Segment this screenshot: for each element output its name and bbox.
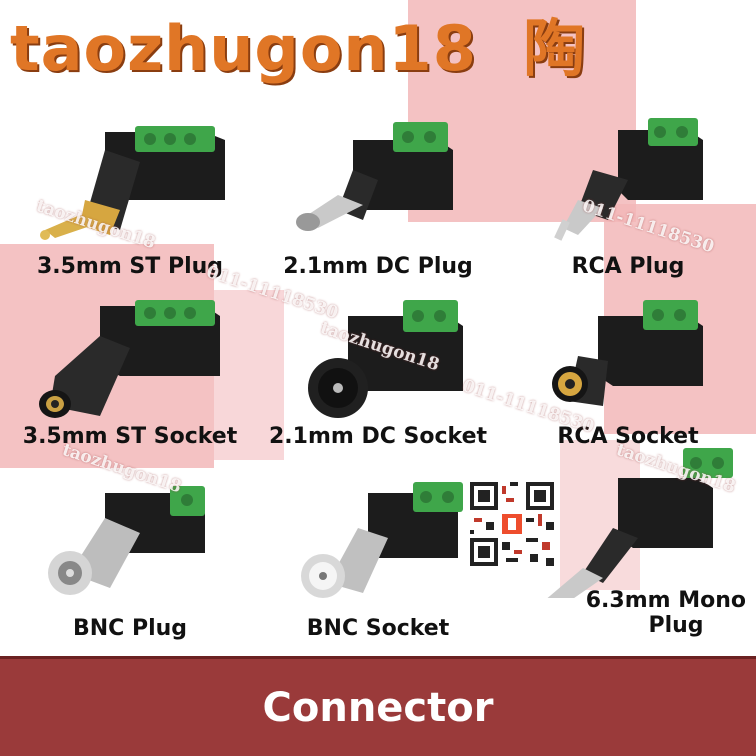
- item-63mm-mono-plug: 6.3mm Mono Plug: [508, 448, 748, 648]
- item-rca-socket: RCA Socket: [508, 296, 748, 496]
- shop-title: taozhugon18 陶: [10, 18, 586, 80]
- bg-blob: [214, 290, 284, 460]
- item-bnc-plug: BNC Plug: [10, 478, 250, 678]
- dc-plug-icon: [296, 122, 453, 231]
- shop-glyph: 陶: [523, 12, 587, 85]
- item-label: 3.5mm ST Socket: [22, 424, 238, 449]
- item-label: 3.5mm ST Plug: [36, 254, 224, 279]
- stereo-plug-icon: [40, 126, 225, 240]
- item-21mm-dc-socket: 2.1mm DC Socket: [258, 296, 498, 496]
- qr-code: [470, 482, 554, 566]
- dc-socket-icon: [308, 300, 463, 418]
- item-label: RCA Plug: [571, 254, 685, 279]
- item-label: BNC Socket: [306, 616, 450, 641]
- rca-socket-icon: [552, 300, 703, 406]
- item-label: 2.1mm DC Plug: [283, 254, 473, 279]
- item-35mm-st-plug: 3.5mm ST Plug: [10, 110, 250, 310]
- stereo-socket-icon: [39, 300, 220, 418]
- bnc-socket-icon: [301, 482, 463, 598]
- item-rca-plug: RCA Plug: [508, 110, 748, 310]
- item-label-line1: 6.3mm Mono: [585, 588, 746, 613]
- mono-plug-icon: [547, 448, 733, 598]
- item-35mm-st-socket: 3.5mm ST Socket: [10, 296, 250, 496]
- item-label: 6.3mm Mono Plug: [546, 588, 746, 639]
- item-label: BNC Plug: [72, 616, 188, 641]
- shop-name: taozhugon18: [10, 12, 477, 85]
- item-label: 2.1mm DC Socket: [268, 424, 488, 449]
- bnc-plug-icon: [48, 486, 205, 595]
- footer-banner: Connector: [0, 656, 756, 756]
- rca-plug-icon: [554, 118, 703, 241]
- item-label-line2: Plug: [648, 613, 704, 639]
- footer-title: Connector: [262, 685, 494, 731]
- item-21mm-dc-plug: 2.1mm DC Plug: [258, 110, 498, 310]
- item-label: RCA Socket: [557, 424, 699, 449]
- item-bnc-socket: BNC Socket: [258, 478, 498, 678]
